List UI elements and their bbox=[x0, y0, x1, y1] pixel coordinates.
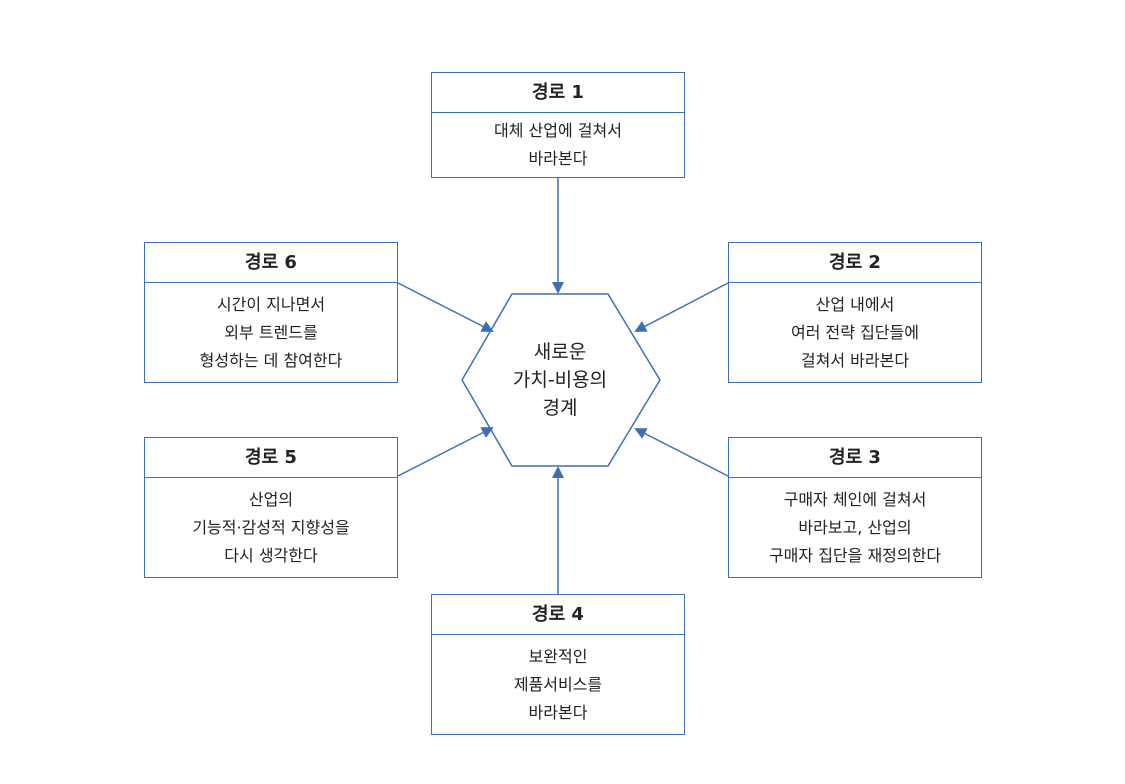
center-line: 새로운 bbox=[533, 341, 587, 363]
path-box-6: 경로 6 시간이 지나면서 외부 트렌드를 형성하는 데 참여한다 bbox=[144, 242, 398, 383]
description-line: 산업의 bbox=[248, 489, 294, 509]
description-line: 기능적·감성적 지향성을 bbox=[192, 517, 350, 537]
description-line: 바라보고, 산업의 bbox=[798, 517, 912, 537]
description-line: 대체 산업에 걸쳐서 bbox=[494, 121, 622, 140]
description-line: 형성하는 데 참여한다 bbox=[199, 350, 343, 370]
center-hexagon bbox=[461, 293, 661, 467]
path-title: 경로 3 bbox=[729, 438, 981, 478]
path-title: 경로 4 bbox=[432, 595, 684, 635]
path-description: 시간이 지나면서 외부 트렌드를 형성하는 데 참여한다 bbox=[145, 283, 397, 382]
description-line: 보완적인 bbox=[528, 646, 588, 666]
path-description: 산업의 기능적·감성적 지향성을 다시 생각한다 bbox=[145, 478, 397, 577]
path-description: 보완적인 제품서비스를 바라본다 bbox=[432, 635, 684, 734]
center-label: 새로운 가치-비용의 경계 bbox=[480, 330, 640, 430]
path-description: 산업 내에서 여러 전략 집단들에 걸쳐서 바라본다 bbox=[729, 283, 981, 382]
description-line: 바라본다 bbox=[528, 702, 588, 722]
path-box-2: 경로 2 산업 내에서 여러 전략 집단들에 걸쳐서 바라본다 bbox=[728, 242, 982, 383]
path-description: 구매자 체인에 걸쳐서 바라보고, 산업의 구매자 집단을 재정의한다 bbox=[729, 478, 981, 577]
center-line: 경계 bbox=[542, 397, 578, 419]
description-line: 외부 트렌드를 bbox=[224, 322, 318, 342]
description-line: 시간이 지나면서 bbox=[216, 294, 326, 314]
path-title: 경로 1 bbox=[432, 73, 684, 113]
arrow-path-5 bbox=[397, 427, 494, 477]
arrow-path-3 bbox=[634, 428, 729, 477]
path-title: 경로 2 bbox=[729, 243, 981, 283]
path-title: 경로 5 bbox=[145, 438, 397, 478]
description-line: 걸쳐서 바라본다 bbox=[800, 350, 910, 370]
description-line: 다시 생각한다 bbox=[224, 545, 318, 565]
description-line: 바라본다 bbox=[528, 149, 588, 168]
description-line: 구매자 체인에 걸쳐서 bbox=[783, 489, 927, 509]
path-box-5: 경로 5 산업의 기능적·감성적 지향성을 다시 생각한다 bbox=[144, 437, 398, 578]
path-box-3: 경로 3 구매자 체인에 걸쳐서 바라보고, 산업의 구매자 집단을 재정의한다 bbox=[728, 437, 982, 578]
description-line: 산업 내에서 bbox=[815, 294, 895, 314]
description-line: 구매자 집단을 재정의한다 bbox=[768, 545, 942, 565]
path-title: 경로 6 bbox=[145, 243, 397, 283]
description-line: 여러 전략 집단들에 bbox=[791, 322, 919, 342]
description-line: 제품서비스를 bbox=[513, 674, 603, 694]
path-box-1: 경로 1 대체 산업에 걸쳐서 바라본다 bbox=[431, 72, 685, 178]
arrow-path-6 bbox=[397, 282, 494, 332]
arrow-path-2 bbox=[634, 282, 729, 332]
path-description: 대체 산업에 걸쳐서 바라본다 bbox=[432, 113, 684, 177]
center-line: 가치-비용의 bbox=[512, 369, 608, 391]
path-box-4: 경로 4 보완적인 제품서비스를 바라본다 bbox=[431, 594, 685, 735]
